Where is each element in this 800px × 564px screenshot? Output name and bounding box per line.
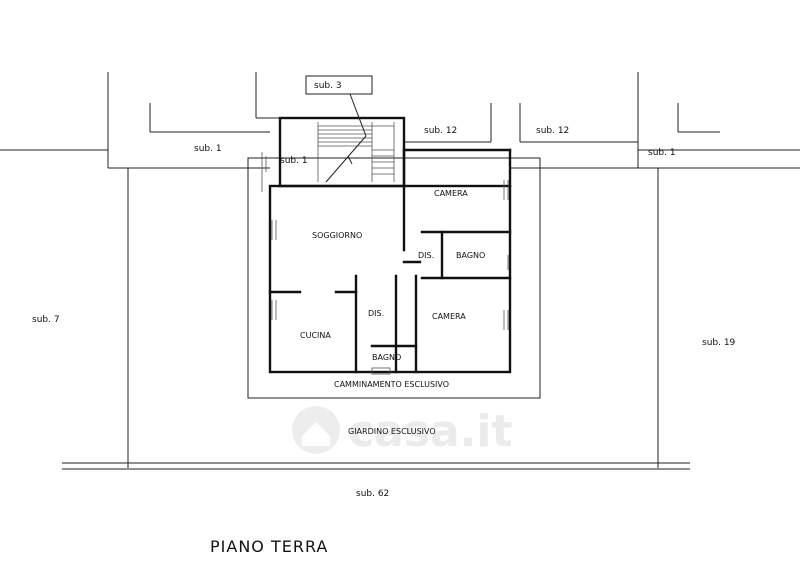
sub1-left-label: sub. 1 — [194, 144, 222, 154]
camminamento-label: CAMMINAMENTO ESCLUSIVO — [334, 380, 449, 389]
site-lines — [0, 72, 800, 470]
page-title: PIANO TERRA — [210, 537, 328, 556]
staircase — [317, 93, 395, 183]
area-labels: CAMMINAMENTO ESCLUSIVO GIARDINO ESCLUSIV… — [334, 380, 449, 436]
sub1-stair-label: sub. 1 — [280, 156, 308, 166]
watermark: casa.it — [292, 406, 512, 457]
windows — [261, 152, 509, 375]
house-logo-icon — [292, 406, 340, 454]
sub19-label: sub. 19 — [702, 338, 736, 348]
room-bagno-right: BAGNO — [456, 251, 485, 260]
room-bagno-bottom: BAGNO — [372, 353, 401, 362]
sub62-label: sub. 62 — [356, 489, 389, 499]
sub3-box — [305, 75, 373, 95]
room-dis-right: DIS. — [418, 251, 434, 260]
giardino-label: GIARDINO ESCLUSIVO — [348, 427, 436, 436]
sub3-label: sub. 3 — [314, 81, 342, 91]
sub12-left-label: sub. 12 — [424, 126, 457, 136]
room-camera-top: CAMERA — [434, 189, 468, 198]
building-walls — [268, 116, 512, 374]
room-cucina: CUCINA — [300, 331, 331, 340]
watermark-text: casa.it — [348, 406, 512, 457]
room-camera-bottom: CAMERA — [432, 312, 466, 321]
sub1-right-label: sub. 1 — [648, 148, 676, 158]
room-dis-left: DIS. — [368, 309, 384, 318]
sub7-label: sub. 7 — [32, 315, 60, 325]
sub-labels: sub. 3 sub. 12 sub. 12 sub. 1 sub. 1 sub… — [32, 75, 736, 499]
room-labels: CAMERA SOGGIORNO DIS. BAGNO DIS. CAMERA … — [300, 189, 485, 362]
room-soggiorno: SOGGIORNO — [312, 231, 362, 240]
sub12-right-label: sub. 12 — [536, 126, 569, 136]
